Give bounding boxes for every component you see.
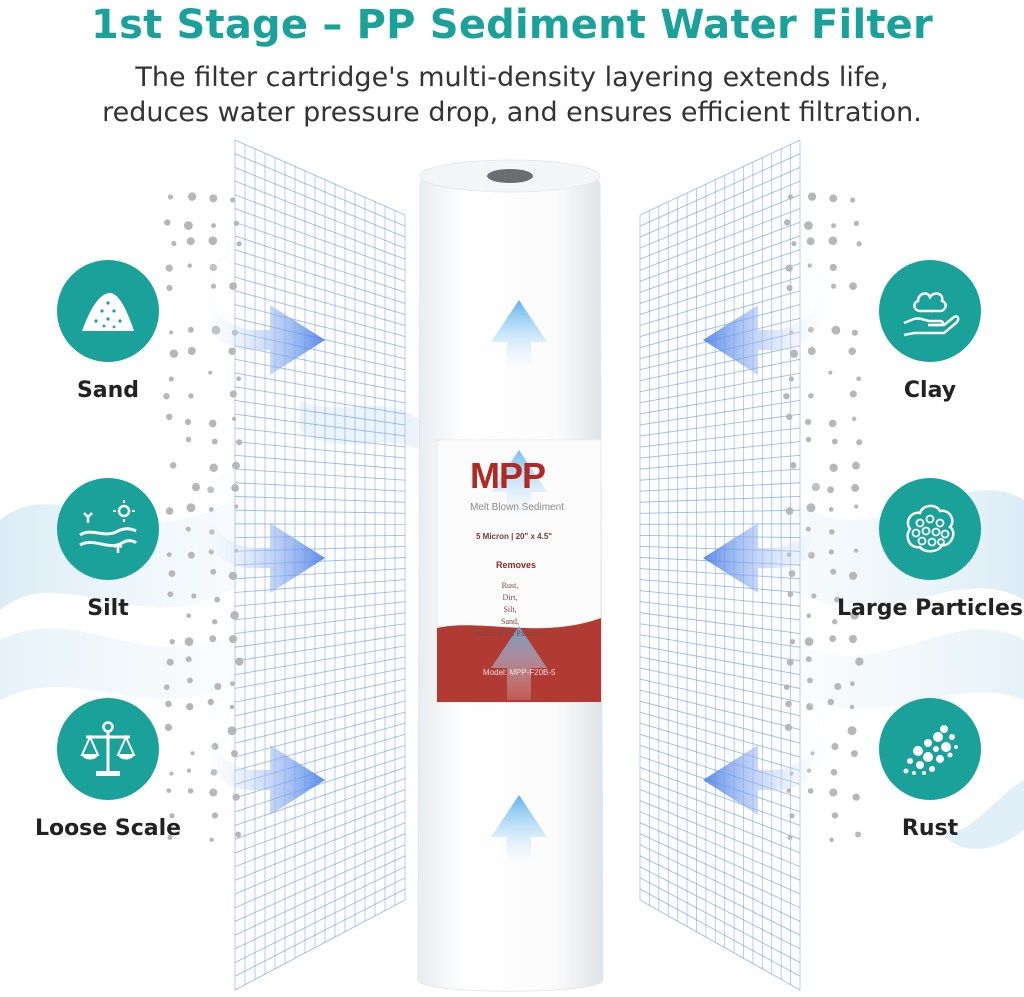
up-arrow-mid (491, 626, 547, 700)
rust-flakes-icon (903, 725, 958, 775)
page-title: 1st Stage – PP Sediment Water Filter (91, 2, 933, 48)
feature-rust: Rust (830, 698, 1024, 841)
removes-item: Dirt, (502, 593, 518, 602)
feature-label-large-particles: Large Particles (837, 596, 1023, 621)
feature-large-particles: Large Particles (830, 478, 1024, 621)
feature-label-silt: Silt (87, 596, 129, 621)
feature-label-clay: Clay (903, 378, 957, 403)
rust-badge (879, 698, 981, 800)
feature-label-sand: Sand (76, 378, 140, 403)
feature-loose-scale: Loose Scale (8, 698, 208, 841)
label-spec: 5 Micron | 20" x 4.5" (476, 532, 553, 541)
up-arrow-top (491, 300, 547, 372)
page-subtitle: The filter cartridge's multi-density lay… (60, 60, 964, 130)
feature-label-rust: Rust (901, 816, 959, 841)
removes-item: Sand, (501, 617, 519, 626)
loose-scale-badge (57, 698, 159, 800)
sediment-dots-left (163, 192, 244, 843)
feature-sand: Sand (8, 260, 208, 403)
label-brand: MPP (470, 455, 546, 496)
sand-badge (57, 260, 159, 362)
silt-badge (57, 478, 159, 580)
label-model: Model: MPP-F20B-5 (483, 668, 556, 677)
clay-badge (879, 260, 981, 362)
clay-hand-icon (903, 292, 960, 337)
balance-scale-icon (80, 721, 136, 776)
feature-silt: Silt (8, 478, 208, 621)
filter-cartridge (417, 159, 604, 992)
up-arrow-label (491, 450, 547, 520)
silt-terrain-icon (79, 500, 138, 553)
flow-arrows-left (198, 255, 325, 815)
subtitle-line-2: reduces water pressure drop, and ensures… (102, 97, 922, 128)
removes-item: Silt, (503, 605, 517, 614)
up-arrow-bottom (491, 795, 547, 868)
sand-pile-icon (82, 293, 134, 331)
particle-cluster-icon (906, 504, 955, 553)
removes-item: Rust, (501, 581, 519, 590)
subtitle-line-1: The filter cartridge's multi-density lay… (135, 62, 889, 93)
removes-item: Undissolved Particles. (474, 629, 546, 638)
feature-clay: Clay (830, 260, 1024, 403)
large-particles-badge (879, 478, 981, 580)
feature-label-loose-scale: Loose Scale (34, 816, 182, 841)
label-removes-heading: Removes (496, 560, 537, 570)
label-removes-list: Rust, Dirt, Silt, Sand, Undissolved Part… (440, 580, 580, 640)
flow-arrows-right (703, 255, 830, 815)
label-product: Melt Blown Sediment (470, 502, 564, 513)
